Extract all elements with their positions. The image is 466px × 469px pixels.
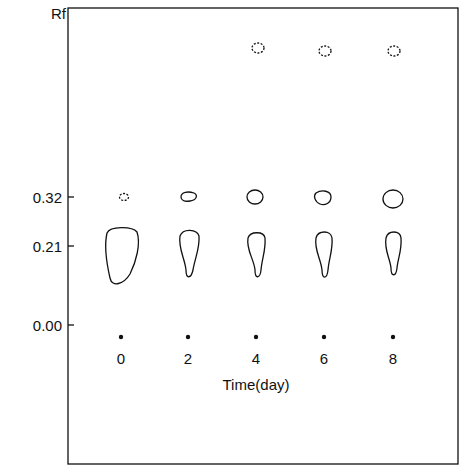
spot-row-middle: [181, 190, 403, 208]
origin-dots: [119, 335, 395, 339]
plate-frame: [68, 8, 458, 464]
spot-row-bottom: [106, 228, 401, 284]
spot-row-top: [120, 43, 401, 201]
axis-title: Rf: [51, 6, 66, 21]
tick-label: 0.00: [33, 318, 62, 333]
day-label: 0: [117, 351, 125, 366]
day-label: 2: [184, 351, 192, 366]
day-label: 4: [252, 351, 260, 366]
axis-title: Time(day): [223, 377, 290, 392]
day-label: 6: [320, 351, 328, 366]
day-label: 8: [389, 351, 397, 366]
tick-label: 0.32: [33, 190, 62, 205]
tick-label: 0.21: [33, 239, 62, 254]
